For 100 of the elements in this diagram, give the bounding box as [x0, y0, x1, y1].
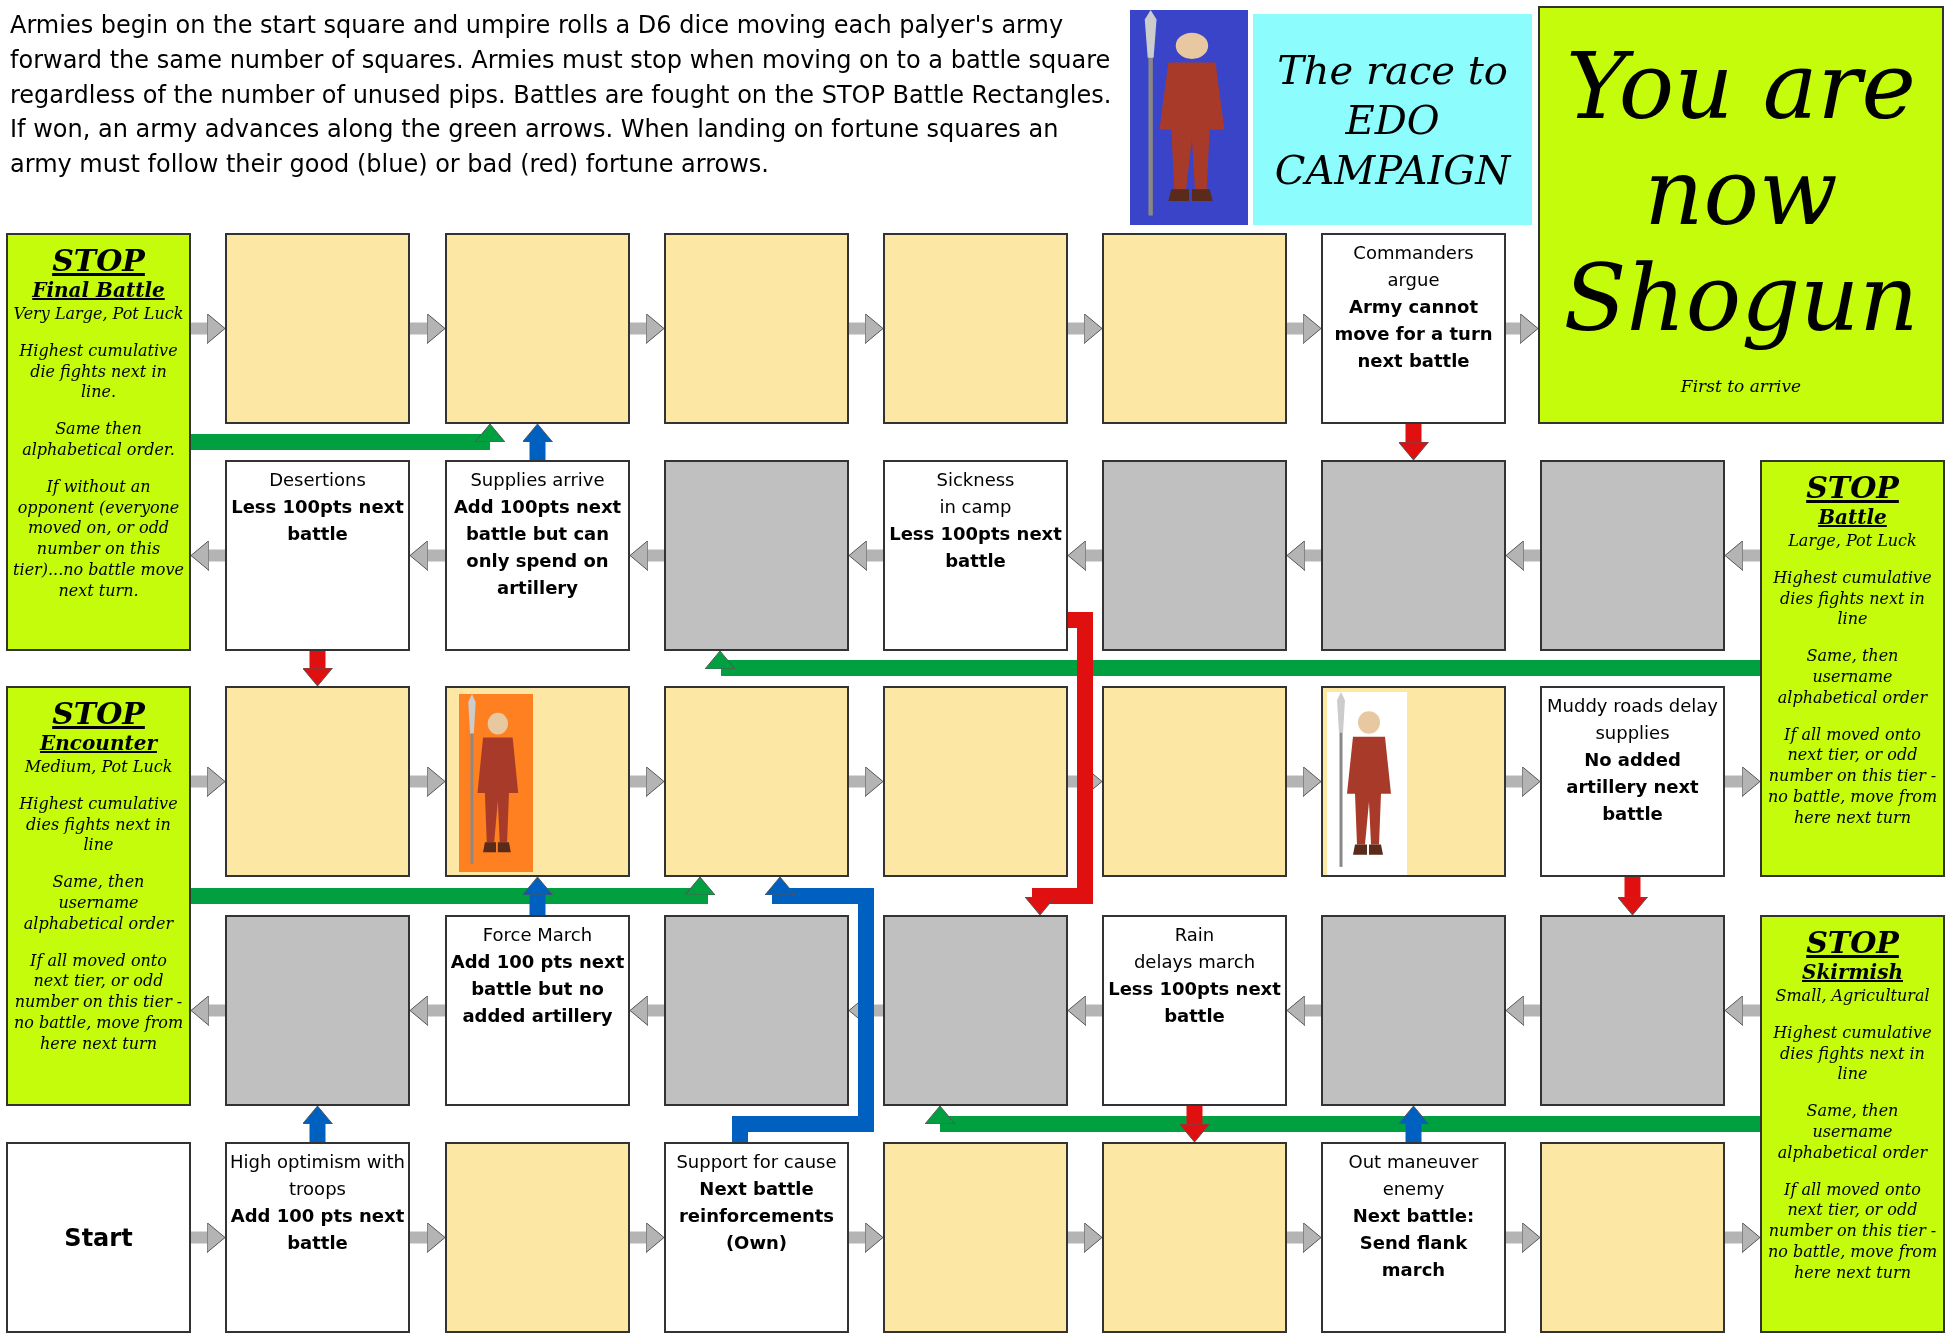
- goal-note: First to arrive: [1680, 375, 1802, 396]
- arrow: [848, 540, 883, 571]
- arrow: [704, 650, 1760, 676]
- fortune-square: [225, 1142, 410, 1333]
- event-title: Sickness: [936, 468, 1015, 492]
- arrow: [1725, 766, 1761, 797]
- board-square: [1321, 915, 1506, 1106]
- board-square: [445, 1142, 630, 1333]
- board-square: [1540, 460, 1725, 651]
- rule-text: Same, then username alphabetical order: [1776, 1101, 1929, 1164]
- fortune-square: [225, 460, 410, 651]
- arrow: [1724, 540, 1760, 571]
- arrow: [190, 540, 225, 571]
- rule-text: Medium, Pot Luck: [24, 757, 173, 778]
- event-effect: in camp: [939, 495, 1012, 519]
- board-square: [664, 460, 849, 651]
- fortune-square: [1102, 915, 1287, 1106]
- board-square: [664, 233, 849, 424]
- arrow: [630, 1222, 665, 1253]
- rule-text: If all moved onto next tier, or odd number on this tier - no battle, move from here next turn: [1766, 1179, 1939, 1284]
- arrow: [732, 876, 874, 1142]
- arrow: [409, 540, 445, 571]
- board-square: [225, 686, 410, 877]
- arrow: [409, 995, 445, 1026]
- battle-square: [6, 233, 191, 651]
- board-square: [883, 1142, 1068, 1333]
- event-effect: Less 100pts next battle: [230, 495, 405, 546]
- board-square: [1102, 686, 1287, 877]
- arrow: [849, 313, 884, 344]
- board-square: [883, 686, 1068, 877]
- arrow: [1287, 766, 1322, 797]
- event-title: Desertions: [269, 468, 366, 492]
- event-effect: Army cannot move for a turn next battle: [1333, 295, 1494, 373]
- board-square: [664, 686, 849, 877]
- arrow: [1286, 995, 1321, 1026]
- event-effect: Add 100 pts next battle but no added artillery: [450, 950, 625, 1028]
- arrow: [1506, 1222, 1541, 1253]
- arrow: [1506, 766, 1541, 797]
- board-square: [1321, 460, 1506, 651]
- arrow: [1724, 995, 1760, 1026]
- arrow: [191, 423, 506, 450]
- title-panel: [1253, 14, 1532, 225]
- stop-heading: STOP: [1806, 925, 1899, 960]
- rule-text: Highest cumulative die fights next in line.: [18, 340, 179, 404]
- rule-text: If all moved onto next tier, or odd number on this tier - no battle, move from here next turn: [1766, 724, 1939, 829]
- rule-text: Same, then username alphabetical order: [1776, 646, 1929, 709]
- arrow: [1067, 995, 1102, 1026]
- fortune-square: [883, 460, 1068, 651]
- rule-text: Highest cumulative dies fights next in line: [1772, 567, 1933, 631]
- arrow: [1068, 1222, 1103, 1253]
- board-square: [1102, 460, 1287, 651]
- arrow: [191, 313, 226, 344]
- battle-type-heading: Encounter: [40, 731, 157, 755]
- board-square: [1102, 1142, 1287, 1333]
- rule-text: Small, Agricultural: [1775, 986, 1930, 1007]
- arrow: [190, 995, 225, 1026]
- start-label: Start: [64, 1223, 133, 1252]
- rule-text: If all moved onto next tier, or odd number on this tier - no battle, move from here next turn: [12, 950, 185, 1055]
- start-square: [6, 1142, 191, 1333]
- arrow: [191, 1222, 226, 1253]
- rule-text: Same then alphabetical order.: [21, 419, 176, 461]
- stop-heading: STOP: [1806, 470, 1899, 505]
- arrow: [1505, 540, 1540, 571]
- event-title: Out maneuver enemy: [1347, 1150, 1480, 1201]
- board-square: [445, 233, 630, 424]
- rule-text: Highest cumulative dies fights next in line: [18, 793, 179, 857]
- board-square: [664, 915, 849, 1106]
- event-title: Muddy roads delay supplies: [1546, 694, 1719, 745]
- arrow: [191, 876, 716, 904]
- arrow: [849, 1222, 884, 1253]
- event-title: Supplies arrive: [470, 468, 605, 492]
- fortune-square: [664, 1142, 849, 1333]
- event-effect: delays march: [1133, 950, 1256, 974]
- arrow: [1398, 1105, 1429, 1142]
- arrow: [629, 995, 664, 1026]
- rule-text: If without an opponent (everyone moved on, or odd number on this tier)...no battle move next turn.: [12, 476, 185, 602]
- rule-text: Same, then username alphabetical order: [22, 872, 175, 935]
- goal-heading: You are now Shogun: [1562, 34, 1920, 352]
- board-square: [1102, 233, 1287, 424]
- battle-type-heading: Battle: [1818, 505, 1887, 529]
- arrow: [522, 423, 553, 460]
- rule-text: Large, Pot Luck: [1788, 531, 1917, 552]
- board-square: [1540, 1142, 1725, 1333]
- arrow: [630, 766, 665, 797]
- board-square: [1540, 915, 1725, 1106]
- board-square: [1321, 686, 1506, 877]
- arrow: [1068, 313, 1103, 344]
- arrow: [191, 766, 226, 797]
- arrow: [1287, 1222, 1322, 1253]
- campaign-title: The race to EDO CAMPAIGN: [1273, 45, 1513, 195]
- event-effect: Less 100pts next battle: [888, 522, 1063, 573]
- event-effect: Next battle reinforcements (Own): [677, 1177, 836, 1255]
- event-effect: No added artillery next battle: [1565, 748, 1700, 826]
- event-title: Support for cause: [676, 1150, 837, 1174]
- rule-text: Highest cumulative dies fights next in line: [1772, 1022, 1933, 1086]
- board-square: [225, 915, 410, 1106]
- board-square: [883, 233, 1068, 424]
- arrow: [1617, 877, 1648, 916]
- arrow: [522, 876, 553, 915]
- event-title: Rain: [1174, 923, 1215, 947]
